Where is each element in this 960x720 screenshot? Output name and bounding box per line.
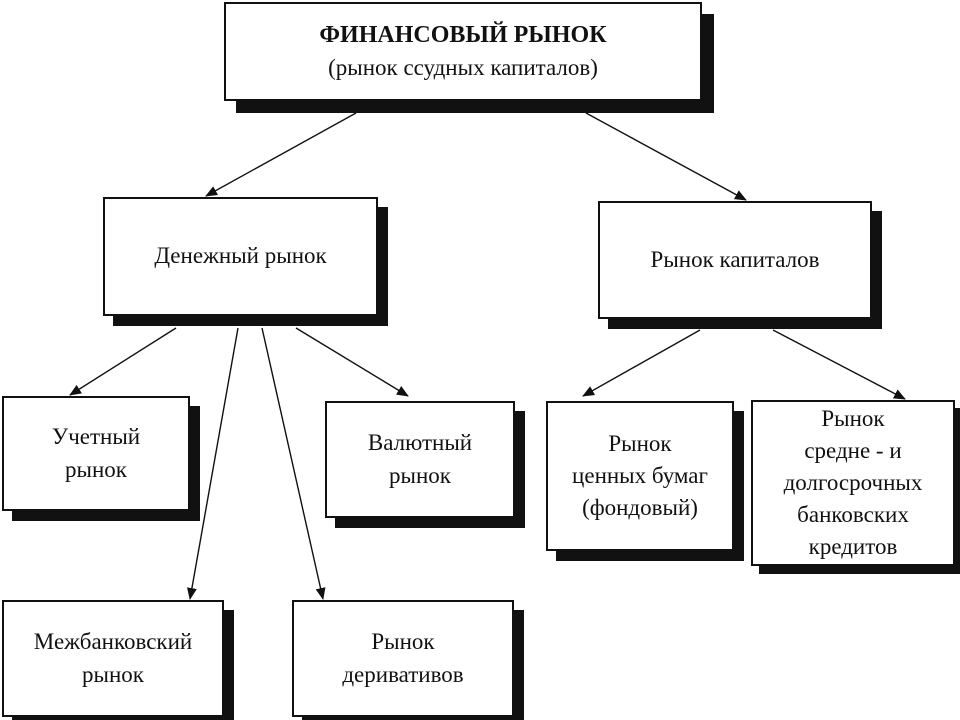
node-derivatives-market-line1: Рынок bbox=[371, 629, 435, 655]
node-credit-market-line4: банковских bbox=[797, 502, 909, 528]
node-interbank-market-line1: Межбанковский bbox=[33, 629, 193, 655]
node-credit-market-line3: долгосрочных bbox=[783, 469, 923, 495]
node-interbank-market: Межбанковский рынок bbox=[2, 600, 224, 717]
node-interbank-market-line2: рынок bbox=[82, 661, 144, 687]
node-financial-market: ФИНАНСОВЫЙ РЫНОК (рынок ссудных капитало… bbox=[224, 2, 702, 101]
arrow-capital-to-credit-market bbox=[772, 329, 906, 400]
node-credit-market-line2: средне - и bbox=[804, 437, 902, 463]
node-derivatives-market: Рынок деривативов bbox=[292, 600, 514, 717]
arrow-root-to-money-market bbox=[205, 112, 357, 197]
arrow-money-to-currency-market bbox=[295, 327, 409, 397]
node-securities-market-line2: ценных бумаг bbox=[572, 462, 708, 488]
node-money-market-label: Денежный рынок bbox=[154, 243, 327, 269]
node-financial-market-subtitle: (рынок ссудных капиталов) bbox=[328, 55, 598, 81]
node-discount-market-line2: рынок bbox=[65, 456, 127, 482]
node-currency-market-line2: рынок bbox=[389, 462, 451, 488]
node-capital-market: Рынок капиталов bbox=[598, 201, 872, 319]
node-credit-market-line1: Рынок bbox=[821, 405, 885, 431]
node-credit-market: Рынок средне - и долгосрочных банковских… bbox=[751, 400, 955, 566]
arrow-money-to-interbank-market bbox=[186, 327, 239, 600]
node-financial-market-title: ФИНАНСОВЫЙ РЫНОК bbox=[319, 21, 607, 48]
node-money-market: Денежный рынок bbox=[103, 197, 378, 316]
node-derivatives-market-line2: деривативов bbox=[342, 661, 464, 687]
node-discount-market: Учетный рынок bbox=[2, 396, 190, 511]
arrow-money-to-derivatives-market bbox=[261, 327, 326, 600]
node-currency-market: Валютный рынок bbox=[325, 401, 515, 518]
arrow-root-to-capital-market bbox=[585, 112, 747, 201]
node-securities-market-line1: Рынок bbox=[608, 430, 672, 456]
node-currency-market-line1: Валютный bbox=[367, 430, 473, 456]
arrow-money-to-discount-market bbox=[69, 327, 177, 396]
arrow-capital-to-securities-market bbox=[582, 329, 701, 397]
node-capital-market-label: Рынок капиталов bbox=[650, 246, 820, 272]
node-securities-market-line3: (фондовый) bbox=[582, 495, 698, 521]
node-discount-market-line1: Учетный bbox=[51, 424, 141, 450]
node-credit-market-line5: кредитов bbox=[808, 534, 898, 560]
node-securities-market: Рынок ценных бумаг (фондовый) bbox=[546, 401, 734, 551]
